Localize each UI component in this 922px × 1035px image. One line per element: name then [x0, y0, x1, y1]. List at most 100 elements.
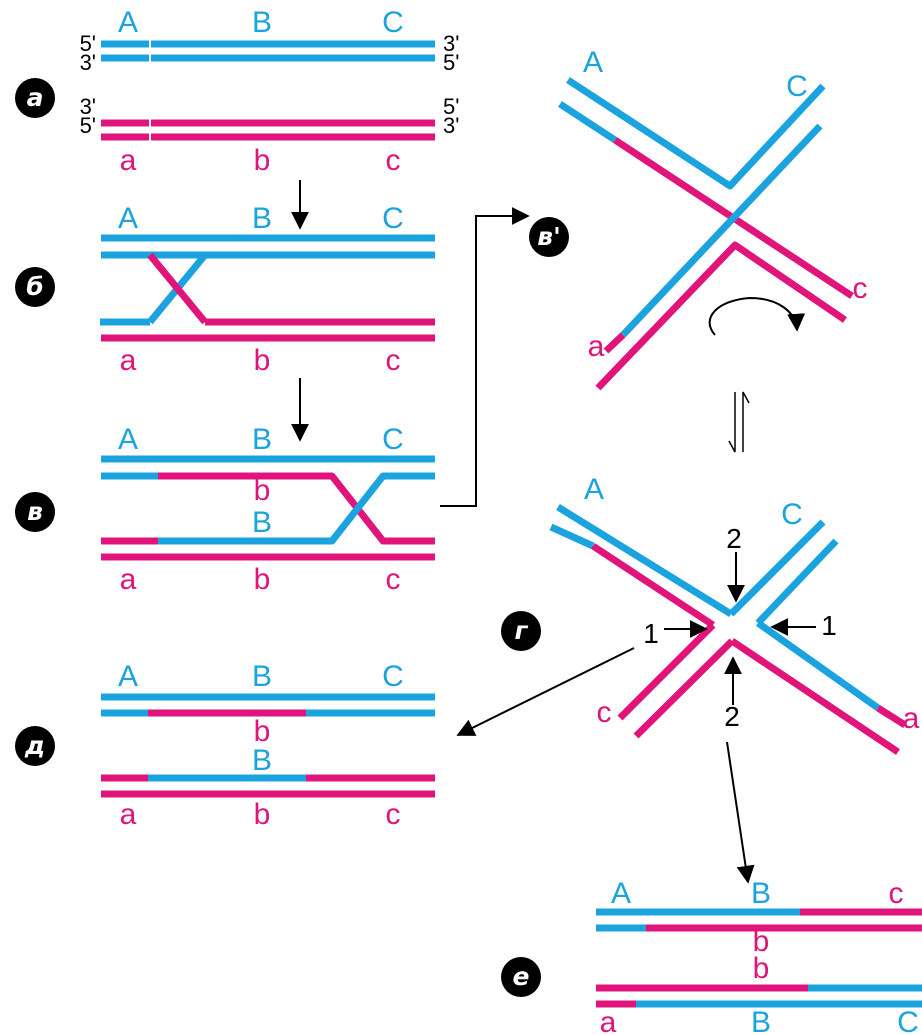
- end-3prime: 3': [443, 113, 459, 138]
- label-A: A: [118, 202, 138, 235]
- label-C: C: [382, 6, 404, 39]
- label-B: B: [252, 6, 272, 39]
- x-strand-blue-outer: [566, 77, 826, 190]
- x-strand-magenta-outer-c: [617, 622, 716, 721]
- strand-magenta-exchanged: [158, 472, 435, 545]
- label-c: c: [597, 696, 612, 729]
- label-a: a: [120, 563, 137, 596]
- flow-arrows: [291, 180, 816, 884]
- end-5prime: 5': [80, 31, 96, 56]
- panel-e: е A B c b b a B C: [501, 877, 919, 1035]
- cut-site-2-top: 2: [726, 523, 742, 554]
- label-c: c: [889, 877, 904, 910]
- arrow-g-to-d: [456, 647, 635, 736]
- rotation-arrow: [708, 296, 806, 336]
- panel-v-letter: в: [27, 497, 43, 526]
- label-A: A: [118, 660, 138, 693]
- cut-site-2-bottom: 2: [724, 701, 740, 732]
- panel-a-badge: [15, 78, 55, 118]
- equilibrium-arrow-down: [728, 392, 736, 453]
- end-5prime: 5': [443, 50, 459, 75]
- label-c: c: [386, 144, 401, 177]
- label-b: b: [254, 715, 271, 748]
- end-5prime: 5': [443, 94, 459, 119]
- label-a: a: [120, 144, 137, 177]
- arrow-v-to-v-prime: [440, 207, 530, 507]
- x-strand-magenta-inner-a: [591, 543, 715, 628]
- label-C: C: [382, 202, 404, 235]
- x-strand-blue-inner-c: [755, 538, 839, 626]
- label-b: b: [254, 563, 271, 596]
- panel-g: г A C c a 2 2 1 1: [501, 473, 920, 735]
- label-B: B: [751, 877, 771, 910]
- label-b: b: [753, 925, 770, 958]
- panel-v-prime: в' A C c a: [529, 46, 868, 363]
- panel-b: б A B C a b c: [15, 202, 404, 377]
- strand-magenta-cross: [147, 252, 208, 325]
- cut-site-1-right: 1: [821, 610, 837, 641]
- x-strand-magenta-inner-a: [603, 332, 626, 354]
- label-B: B: [252, 202, 272, 235]
- end-3prime: 3': [80, 94, 96, 119]
- equilibrium-arrow-up: [742, 391, 750, 452]
- panel-e-badge: [501, 957, 541, 997]
- label-A: A: [611, 877, 631, 910]
- panel-v-prime-badge: [529, 217, 569, 257]
- x-strand-magenta-lower-right: [730, 638, 900, 755]
- equilibrium-arrows: [728, 391, 750, 453]
- label-A: A: [118, 423, 138, 456]
- label-b: b: [254, 474, 271, 507]
- panel-v-prime-letter: в': [537, 222, 560, 251]
- end-3prime: 3': [80, 50, 96, 75]
- label-B: B: [252, 744, 272, 777]
- x-strand-blue-outer-right: [728, 519, 826, 617]
- panel-v: в A B C b B a b c: [15, 423, 404, 596]
- end-3prime: 3': [443, 31, 459, 56]
- label-A: A: [118, 6, 138, 39]
- panel-g-badge: [501, 611, 541, 651]
- panel-d: д A B C b B a b c: [15, 660, 404, 831]
- label-a: a: [600, 1006, 617, 1035]
- x-strand-blue-inner-a: [558, 101, 617, 143]
- label-a: a: [903, 702, 920, 735]
- x-strand-magenta-lower-left: [633, 638, 735, 739]
- label-B: B: [252, 423, 272, 456]
- label-c: c: [386, 344, 401, 377]
- panel-a: а A B C 5' 3' 3' 5' 3' 5' 5' 3' a b c: [15, 6, 459, 177]
- panel-a-letter: а: [27, 83, 44, 112]
- panel-v-badge: [15, 492, 55, 532]
- label-b: b: [254, 144, 271, 177]
- label-C: C: [781, 498, 803, 531]
- x-strand-magenta-outer: [595, 241, 847, 391]
- label-A: A: [584, 473, 604, 506]
- panel-b-letter: б: [26, 272, 43, 301]
- label-a: a: [120, 798, 137, 831]
- x-strand-blue-inner-c2: [755, 620, 881, 711]
- x-strand-magenta-inner-a2: [876, 705, 907, 728]
- strand-lines: [100, 38, 922, 1008]
- label-c: c: [386, 798, 401, 831]
- panel-g-letter: г: [514, 616, 528, 645]
- arrow-g-to-e: [726, 741, 755, 884]
- label-B: B: [252, 506, 272, 539]
- label-c: c: [386, 563, 401, 596]
- label-b: b: [254, 798, 271, 831]
- label-c: c: [853, 272, 868, 305]
- strand-blue-exchanged: [158, 472, 435, 545]
- x-strand-blue-outer-left: [556, 504, 733, 617]
- panel-d-letter: д: [24, 731, 45, 760]
- label-B: B: [252, 660, 272, 693]
- label-b: b: [753, 952, 770, 985]
- label-a: a: [588, 330, 605, 363]
- label-C: C: [382, 660, 404, 693]
- panel-e-letter: е: [513, 962, 530, 991]
- label-A: A: [583, 46, 603, 79]
- label-C: C: [786, 70, 808, 103]
- label-a: a: [120, 344, 137, 377]
- x-strand-blue-inner-a: [549, 523, 595, 550]
- panel-b-badge: [15, 267, 55, 307]
- label-C: C: [382, 423, 404, 456]
- label-C: C: [897, 1006, 919, 1035]
- panel-d-badge: [15, 726, 55, 766]
